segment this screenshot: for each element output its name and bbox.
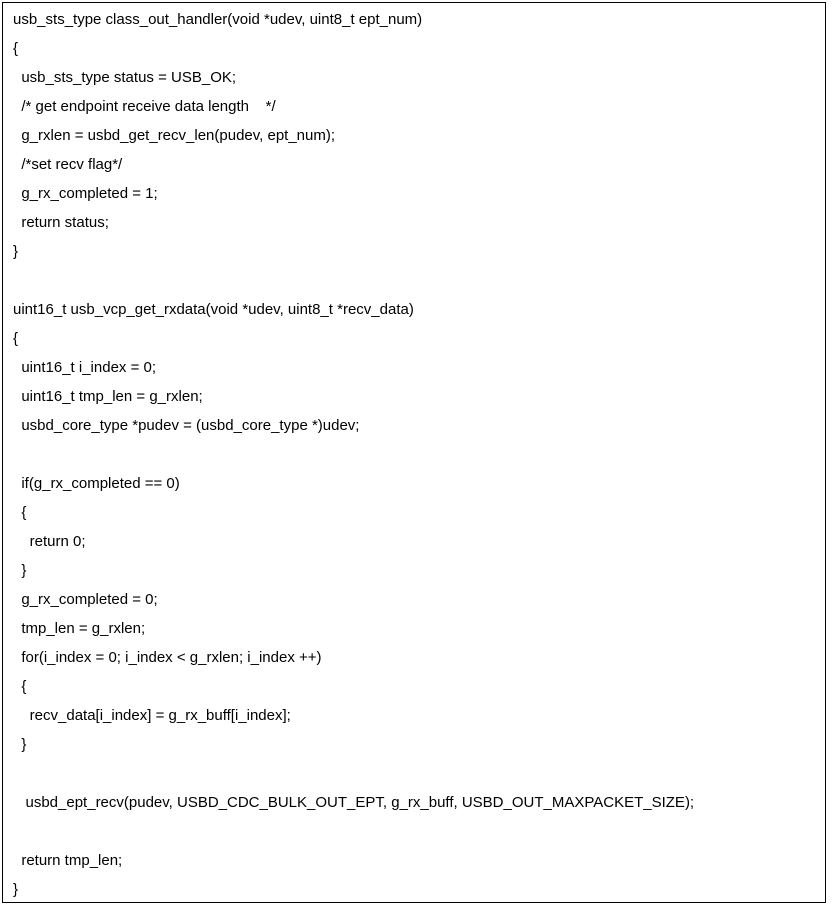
code-line: tmp_len = g_rxlen; bbox=[13, 620, 146, 637]
code-line: } bbox=[13, 736, 27, 753]
code-line: recv_data[i_index] = g_rx_buff[i_index]; bbox=[13, 707, 291, 724]
code-line: } bbox=[13, 562, 27, 579]
code-line: uint16_t usb_vcp_get_rxdata(void *udev, … bbox=[13, 301, 414, 318]
code-line: for(i_index = 0; i_index < g_rxlen; i_in… bbox=[13, 649, 322, 666]
code-line: g_rx_completed = 0; bbox=[13, 591, 158, 608]
code-line: } bbox=[13, 243, 19, 260]
code-line: usbd_ept_recv(pudev, USBD_CDC_BULK_OUT_E… bbox=[13, 794, 695, 811]
code-line: usb_sts_type class_out_handler(void *ude… bbox=[13, 11, 423, 28]
code-line: return 0; bbox=[13, 533, 86, 550]
code-line: { bbox=[13, 40, 19, 57]
code-line: g_rx_completed = 1; bbox=[13, 185, 158, 202]
code-line: return tmp_len; bbox=[13, 852, 123, 869]
code-line: g_rxlen = usbd_get_recv_len(pudev, ept_n… bbox=[13, 127, 336, 144]
code-line: usb_sts_type status = USB_OK; bbox=[13, 69, 237, 86]
code-line: usbd_core_type *pudev = (usbd_core_type … bbox=[13, 417, 360, 434]
code-line: return status; bbox=[13, 214, 109, 231]
code-line: } bbox=[13, 881, 19, 898]
code-line: uint16_t i_index = 0; bbox=[13, 359, 157, 376]
code-line: /* get endpoint receive data length */ bbox=[13, 98, 276, 115]
code-line: if(g_rx_completed == 0) bbox=[13, 475, 180, 492]
code-line: { bbox=[13, 330, 19, 347]
code-line: { bbox=[13, 678, 27, 695]
code-line: uint16_t tmp_len = g_rxlen; bbox=[13, 388, 203, 405]
code-line: /*set recv flag*/ bbox=[13, 156, 123, 173]
code-line: { bbox=[13, 504, 27, 521]
